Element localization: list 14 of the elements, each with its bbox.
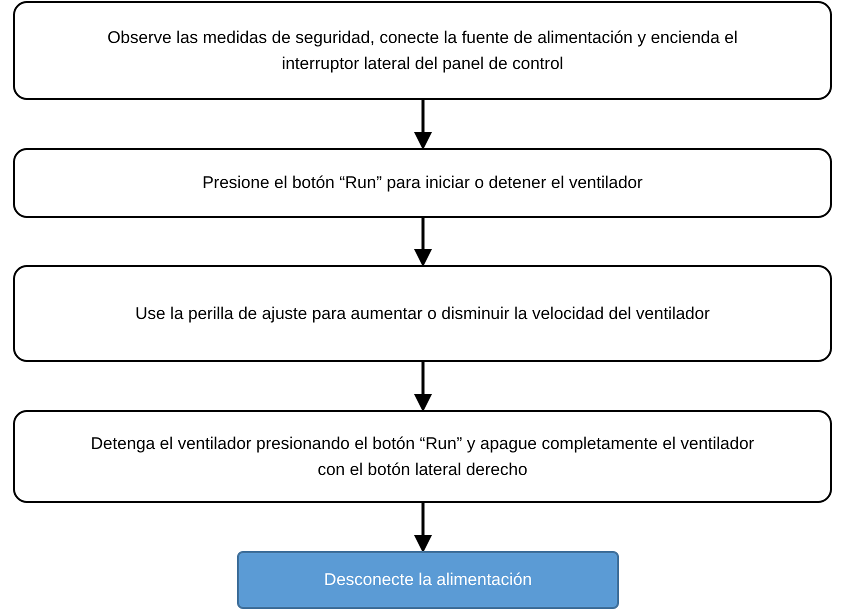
end-box <box>237 551 619 609</box>
arrow <box>414 503 432 553</box>
process-box <box>13 148 832 218</box>
step-text: Observe las medidas de seguridad, conecte la fuente de alimentación y encienda el interruptor lateral del panel de control <box>106 27 739 74</box>
process-box <box>13 410 832 503</box>
process-box <box>13 1 832 100</box>
arrow <box>414 362 432 412</box>
step-text: Presione el botón “Run” para iniciar o detener el ventilador <box>202 172 643 194</box>
arrow <box>414 218 432 267</box>
arrow <box>414 100 432 150</box>
step-text: Desconecte la alimentación <box>324 569 532 592</box>
step-text: Detenga el ventilador presionando el botón “Run” y apague completamente el ventilador con el botón lateral derecho <box>90 433 756 480</box>
step-text: Use la perilla de ajuste para aumentar o disminuir la velocidad del ventilador <box>135 302 710 325</box>
process-box <box>13 265 832 362</box>
